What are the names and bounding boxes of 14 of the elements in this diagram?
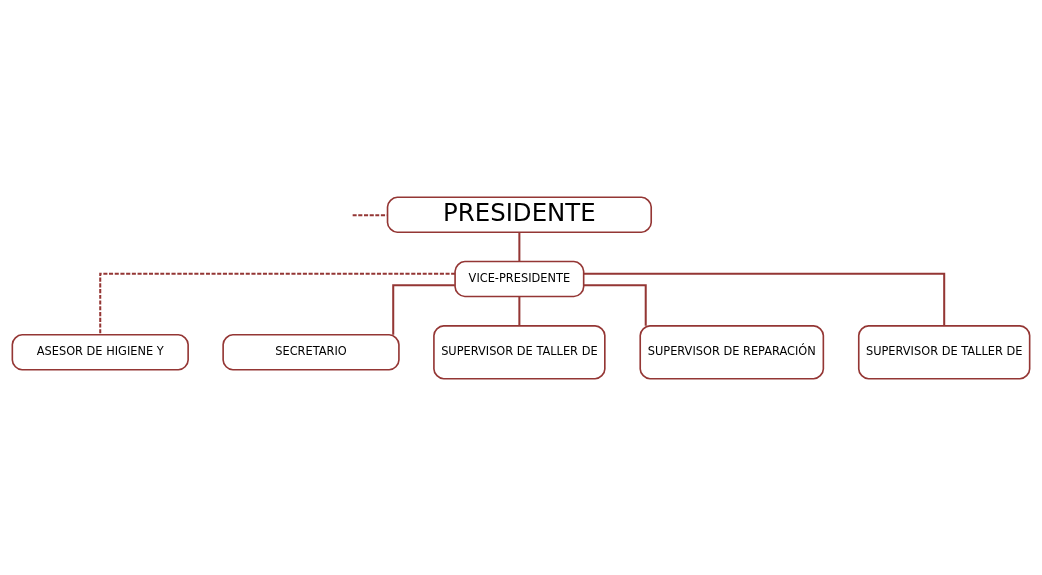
connector	[583, 272, 946, 326]
node-box: ASESOR DE HIGIENE Y	[11, 333, 189, 371]
node-box: SUPERVISOR DE TALLER DE	[857, 324, 1031, 380]
node-box: SUPERVISOR DE REPARACIÓN	[639, 324, 825, 380]
node-box: VICE-PRESIDENTE	[454, 260, 585, 297]
connector	[518, 296, 521, 326]
node-box: SECRETARIO	[222, 333, 400, 371]
connector	[352, 213, 388, 216]
node-box: SUPERVISOR DE TALLER DE	[433, 324, 606, 380]
connector	[99, 272, 456, 334]
connector	[518, 231, 521, 261]
node-box: PRESIDENTE	[386, 195, 653, 233]
connector	[392, 283, 455, 335]
connector	[584, 283, 647, 326]
